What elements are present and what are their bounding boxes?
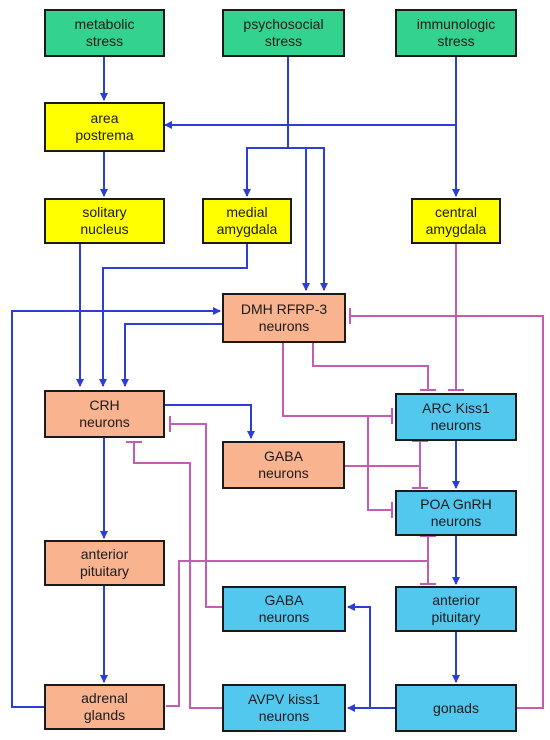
excitatory-links — [11, 57, 460, 712]
inhibit-gonads-to-dmh — [349, 308, 544, 709]
inhibit-dmh-to-arc-2 — [282, 343, 393, 424]
node-area-postrema: area postrema — [44, 102, 165, 152]
arrow-immunologic-to-area-postrema — [164, 57, 457, 129]
node-avpv-kiss1-neurons: AVPV kiss1 neurons — [222, 684, 346, 732]
arrow-psychosocial-to-medial-amygdala — [243, 57, 289, 197]
arrow-gonads-to-gaba-lower — [347, 603, 395, 709]
node-immunologic-stress: immunologic stress — [395, 9, 517, 57]
node-gonads: gonads — [395, 684, 517, 732]
inhibit-adrenal-to-poa — [166, 535, 436, 707]
inhibit-gaba-upper-to-poa — [412, 466, 428, 489]
node-anterior-pituitary-left: anterior pituitary — [44, 540, 165, 586]
node-psychosocial-stress: psychosocial stress — [222, 9, 345, 57]
arrow-dmh-to-crh — [121, 323, 222, 387]
node-anterior-pituitary-right: anterior pituitary — [395, 586, 517, 632]
node-metabolic-stress: metabolic stress — [44, 9, 165, 57]
arrow-psychosocial-to-dmh-2 — [306, 147, 328, 291]
node-poa-gnrh-neurons: POA GnRH neurons — [395, 490, 517, 536]
inhibit-gaba-upper-to-arc — [345, 440, 428, 467]
arrow-medial-amygdala-to-crh — [99, 244, 248, 387]
inhibitory-links — [126, 244, 544, 709]
inhibit-dmh-to-arc-1 — [312, 343, 436, 391]
arrow-adrenal-to-dmh — [11, 307, 221, 708]
node-crh-neurons: CRH neurons — [44, 390, 165, 438]
arrow-crh-to-gaba-upper — [165, 404, 255, 439]
inhibit-gaba-lower-to-crh — [169, 416, 222, 608]
node-solitary-nucleus: solitary nucleus — [44, 198, 165, 244]
node-central-amygdala: central amygdala — [411, 198, 501, 244]
node-gaba-neurons-upper: GABA neurons — [222, 441, 345, 489]
inhibit-avpv-to-crh — [126, 441, 222, 709]
inhibit-adrenal-to-anterior-pituitary-right — [420, 561, 436, 585]
node-arc-kiss1-neurons: ARC Kiss1 neurons — [395, 393, 517, 441]
node-gaba-neurons-lower: GABA neurons — [222, 586, 346, 632]
inhibit-dmh-to-poa — [367, 416, 393, 518]
node-adrenal-glands: adrenal glands — [44, 684, 165, 730]
node-dmh-rfrp3-neurons: DMH RFRP-3 neurons — [222, 293, 346, 343]
node-medial-amygdala: medial amygdala — [202, 198, 292, 244]
